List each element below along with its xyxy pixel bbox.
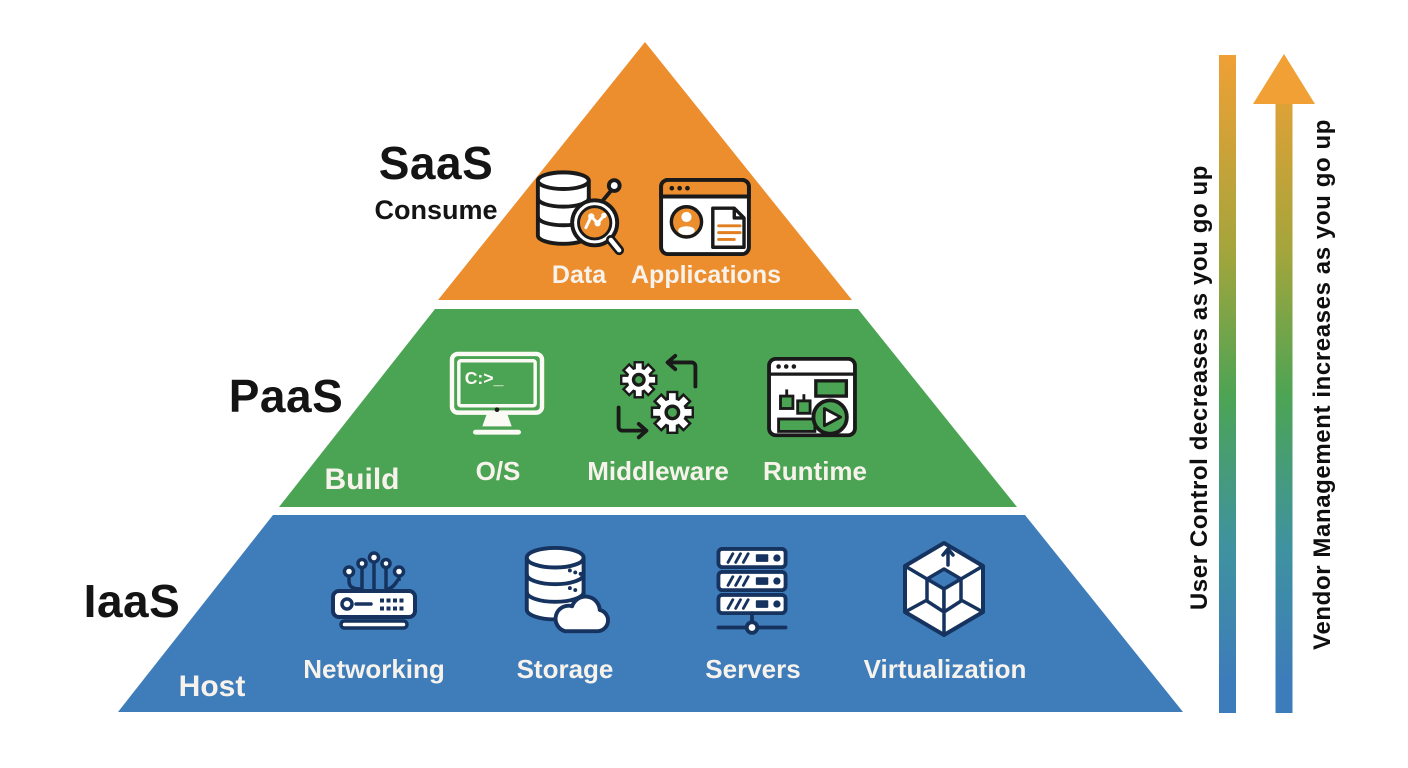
database-cloud-icon [516, 543, 612, 646]
vendor-management-caption-wrap: Vendor Management increases as you go up [1304, 119, 1342, 650]
app-window-user-icon [658, 177, 752, 262]
server-rack-icon [706, 541, 798, 650]
up-arrowhead-icon [1253, 54, 1315, 104]
user-control-caption: User Control decreases as you go up [1186, 165, 1213, 611]
item-label-virtualization: Virtualization [863, 654, 1027, 684]
item-label-os: O/S [475, 456, 521, 486]
user-control-gradient-bar [1219, 55, 1236, 713]
layer-name-saas: SaaS [378, 137, 494, 189]
gears-sync-icon [609, 348, 705, 453]
item-label-networking: Networking [303, 654, 445, 684]
vendor-management-caption: Vendor Management increases as you go up [1309, 118, 1336, 650]
item-label-data: Data [551, 261, 607, 289]
network-router-icon [321, 545, 427, 650]
iaas-title-block: IaaS [32, 578, 232, 624]
database-analytics-icon [528, 166, 630, 265]
layer-action-saas: Consume [374, 195, 498, 225]
item-label-storage: Storage [516, 654, 614, 684]
layer-action-paas: Build [324, 463, 400, 496]
vendor-management-gradient-bar [1275, 100, 1293, 713]
gear-small [620, 361, 657, 398]
paas-title-block: PaaS [186, 373, 386, 419]
terminal-monitor-icon: C:>_ [446, 349, 548, 446]
layer-name-iaas: IaaS [83, 575, 181, 627]
terminal-prompt-text: C:>_ [465, 368, 504, 388]
saas-title-block: SaaS Consume [336, 140, 536, 226]
hexagon-cube-icon [894, 538, 994, 649]
item-label-runtime: Runtime [763, 456, 867, 486]
gear-large [651, 391, 694, 434]
item-label-servers: Servers [705, 654, 801, 684]
item-label-middleware: Middleware [587, 456, 729, 486]
layer-name-paas: PaaS [228, 370, 344, 422]
app-run-icon [766, 356, 858, 445]
layer-action-iaas: Host [178, 670, 246, 703]
user-control-caption-wrap: User Control decreases as you go up [1182, 165, 1218, 610]
item-label-applications: Applications [630, 261, 782, 289]
